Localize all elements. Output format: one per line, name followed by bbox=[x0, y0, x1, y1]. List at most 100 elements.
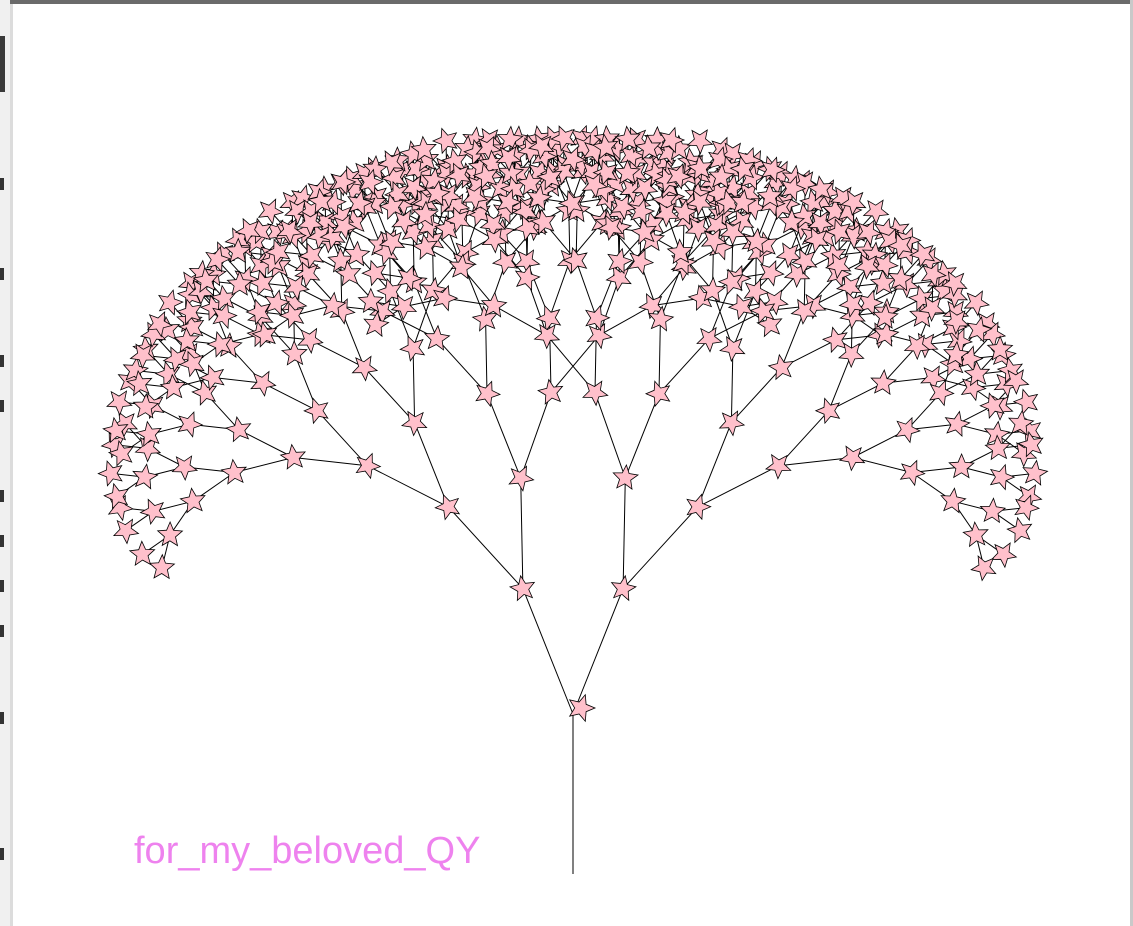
star-blossom bbox=[234, 217, 262, 245]
star-blossom bbox=[410, 135, 437, 162]
star-blossom bbox=[480, 291, 508, 318]
star-blossom bbox=[699, 276, 727, 303]
star-blossom bbox=[979, 392, 1005, 419]
star-blossom bbox=[303, 397, 329, 425]
star-blossom bbox=[491, 248, 519, 276]
star-blossom bbox=[225, 415, 252, 443]
star-blossom bbox=[343, 240, 371, 267]
star-blossom bbox=[780, 175, 807, 202]
star-blossom bbox=[719, 335, 746, 363]
star-blossom bbox=[171, 455, 199, 482]
star-blossom bbox=[148, 553, 176, 580]
tree-branch bbox=[575, 260, 597, 319]
tree-branch bbox=[493, 305, 548, 336]
star-blossom bbox=[513, 249, 541, 276]
star-blossom bbox=[591, 133, 619, 160]
background-window-tick bbox=[0, 712, 4, 724]
star-blossom bbox=[984, 434, 1012, 461]
tree-branch bbox=[413, 281, 438, 339]
star-blossom bbox=[909, 241, 936, 268]
star-blossom bbox=[807, 210, 834, 237]
star-blossom bbox=[496, 125, 524, 152]
star-blossom bbox=[607, 247, 634, 275]
star-blossom bbox=[495, 146, 523, 172]
tree-branch bbox=[316, 410, 368, 467]
star-blossom bbox=[475, 380, 502, 408]
star-blossom bbox=[139, 498, 166, 526]
window-frame-right bbox=[1130, 0, 1133, 926]
star-blossom bbox=[441, 147, 468, 175]
star-blossom bbox=[103, 482, 129, 510]
star-blossom bbox=[331, 168, 357, 196]
star-blossom bbox=[592, 159, 618, 186]
star-blossom bbox=[764, 453, 792, 480]
tree-branch bbox=[309, 339, 365, 369]
star-blossom bbox=[728, 208, 755, 236]
star-blossom bbox=[391, 209, 418, 236]
tree-branch bbox=[712, 290, 734, 349]
star-blossom bbox=[516, 169, 544, 196]
tree-branch bbox=[447, 506, 524, 589]
tree-branch bbox=[598, 305, 653, 336]
star-blossom bbox=[535, 304, 562, 332]
star-blossom bbox=[644, 380, 671, 408]
star-blossom bbox=[686, 189, 713, 216]
star-blossom bbox=[297, 211, 324, 237]
star-blossom bbox=[853, 253, 881, 280]
background-window-dark-patch bbox=[0, 36, 5, 92]
star-blossom bbox=[319, 291, 347, 318]
star-blossom bbox=[224, 237, 252, 264]
star-blossom bbox=[533, 323, 561, 350]
star-blossom bbox=[549, 159, 577, 186]
star-blossom bbox=[358, 168, 384, 196]
tree-branch bbox=[682, 225, 718, 263]
tree-branch bbox=[730, 348, 734, 423]
star-blossom bbox=[869, 269, 897, 295]
star-blossom bbox=[708, 162, 735, 189]
background-window-tick bbox=[0, 268, 4, 280]
tree-branch bbox=[522, 588, 574, 715]
star-blossom bbox=[1014, 494, 1041, 522]
star-blossom bbox=[1017, 430, 1044, 458]
tree-branch bbox=[622, 506, 699, 589]
star-blossom bbox=[856, 219, 883, 247]
tree-branch bbox=[550, 335, 600, 393]
star-blossom bbox=[146, 311, 173, 338]
tree-branch bbox=[436, 338, 488, 395]
star-blossom bbox=[696, 326, 723, 353]
star-blossom bbox=[496, 188, 523, 216]
star-blossom bbox=[718, 410, 746, 437]
star-blossom bbox=[989, 463, 1016, 491]
star-blossom bbox=[205, 245, 232, 273]
star-blossom bbox=[962, 521, 989, 548]
star-blossom bbox=[283, 274, 310, 301]
tree-branch bbox=[293, 457, 368, 467]
star-blossom bbox=[791, 248, 818, 275]
star-blossom bbox=[220, 458, 248, 485]
star-blossom bbox=[666, 238, 694, 265]
star-blossom bbox=[920, 365, 947, 392]
star-blossom bbox=[159, 373, 187, 400]
tree-branch bbox=[414, 422, 449, 508]
star-blossom bbox=[597, 214, 624, 242]
star-blossom bbox=[226, 270, 254, 296]
star-blossom bbox=[714, 188, 741, 216]
star-blossom bbox=[529, 208, 557, 235]
star-blossom bbox=[963, 290, 991, 317]
star-blossom bbox=[176, 298, 203, 326]
star-blossom bbox=[132, 463, 159, 490]
window-frame-left bbox=[10, 0, 13, 926]
star-blossom bbox=[257, 198, 285, 225]
star-blossom bbox=[614, 158, 641, 185]
star-blossom bbox=[960, 374, 987, 402]
star-blossom bbox=[550, 125, 577, 152]
star-blossom bbox=[508, 574, 536, 602]
star-blossom bbox=[760, 156, 787, 184]
star-blossom bbox=[278, 302, 305, 329]
star-blossom bbox=[128, 540, 156, 566]
star-blossom bbox=[112, 518, 140, 545]
star-blossom bbox=[279, 443, 307, 470]
star-blossom bbox=[363, 310, 390, 338]
tree-branch bbox=[658, 338, 710, 395]
